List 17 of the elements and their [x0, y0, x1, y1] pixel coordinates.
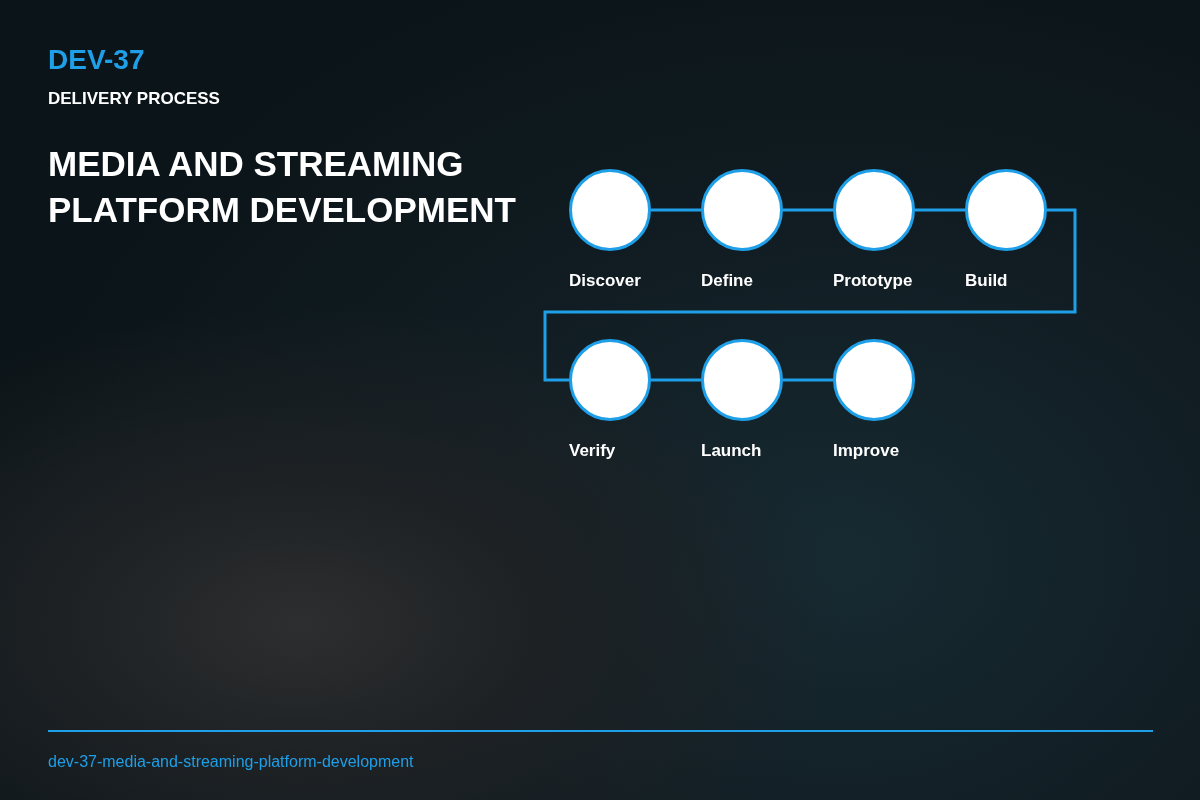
step-label: Launch — [701, 440, 762, 462]
connector-line — [783, 208, 833, 212]
connector-line — [651, 208, 701, 212]
step-label: Define — [701, 270, 753, 292]
footer-slug: dev-37-media-and-streaming-platform-development — [48, 752, 414, 772]
connector-line — [543, 208, 1077, 382]
step-label: Verify — [569, 440, 616, 462]
step-label: Discover — [569, 270, 641, 292]
step-label: Improve — [833, 440, 900, 462]
connector-line — [783, 378, 833, 382]
step-label: Prototype — [833, 270, 913, 292]
step-label: Build — [965, 270, 1008, 292]
document-code: DEV-37 — [48, 43, 145, 77]
connector-line — [915, 208, 965, 212]
section-label: DELIVERY PROCESS — [48, 88, 220, 110]
diagram-title: MEDIA AND STREAMING PLATFORM DEVELOPMENT — [48, 143, 517, 231]
connector-line — [651, 378, 701, 382]
